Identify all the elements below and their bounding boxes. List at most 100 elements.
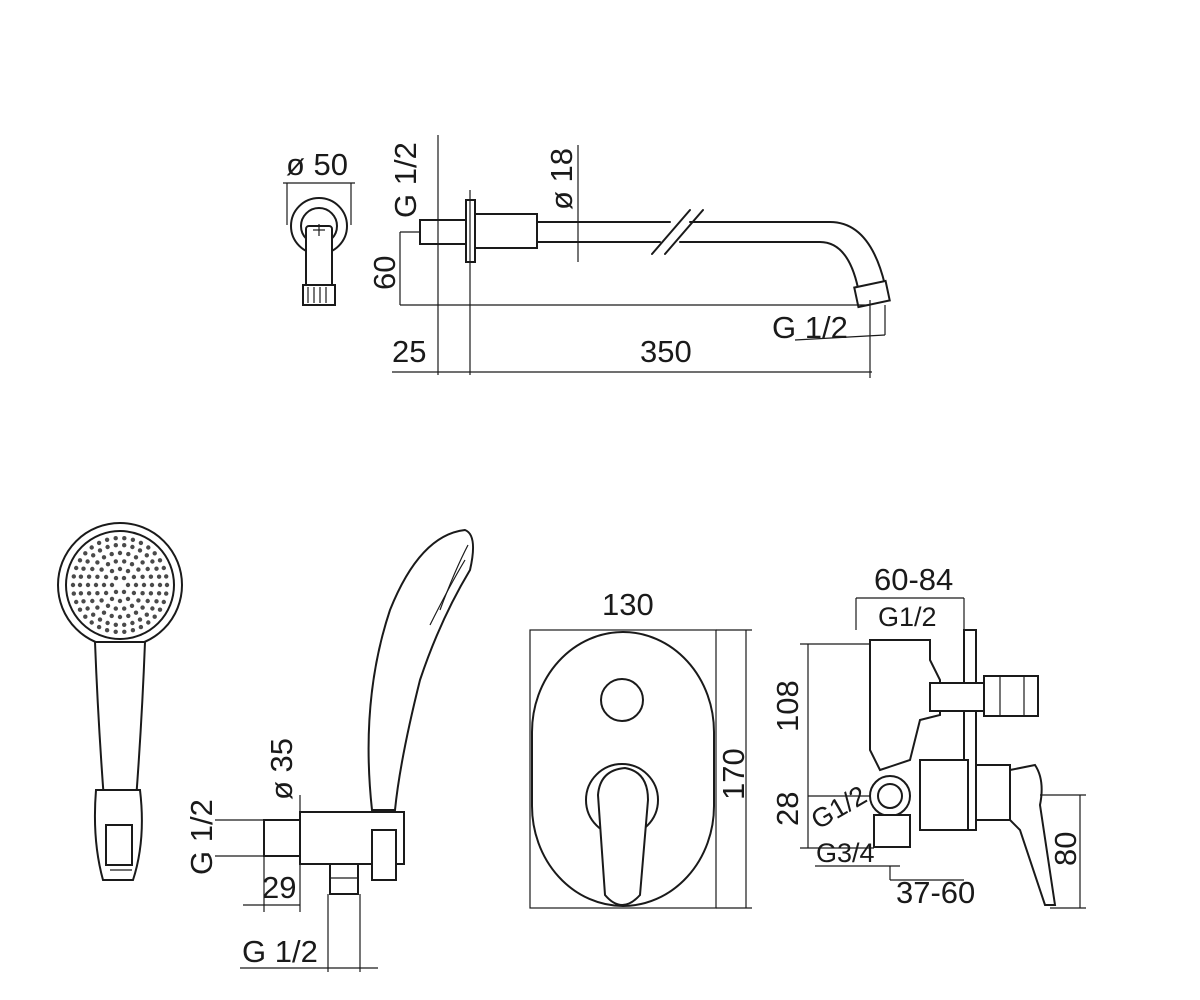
spray-nozzle bbox=[154, 599, 159, 604]
spray-nozzle bbox=[117, 550, 123, 556]
dim-depth-range-bottom: 37-60 bbox=[896, 875, 975, 910]
spray-nozzle bbox=[140, 574, 145, 579]
spray-nozzle bbox=[86, 574, 92, 579]
spray-nozzle bbox=[157, 558, 163, 563]
spray-nozzle bbox=[71, 574, 77, 579]
spray-nozzle bbox=[91, 612, 96, 617]
dim-thread-left: G 1/2 bbox=[388, 142, 423, 218]
spray-nozzle bbox=[105, 544, 110, 550]
spray-nozzle bbox=[89, 545, 94, 550]
spray-nozzle bbox=[148, 591, 154, 596]
spray-nozzle bbox=[96, 624, 102, 630]
spray-nozzle bbox=[136, 567, 141, 572]
spray-nozzle bbox=[95, 605, 100, 610]
dim-height-60: 60 bbox=[367, 256, 402, 290]
spray-nozzle bbox=[129, 562, 135, 567]
dim-diam-50: ø 50 bbox=[286, 147, 348, 182]
spray-nozzle bbox=[113, 543, 119, 548]
spray-nozzle bbox=[113, 589, 119, 595]
spray-nozzle bbox=[149, 582, 155, 588]
dim-length-29: 29 bbox=[262, 870, 296, 905]
spray-nozzle bbox=[133, 610, 139, 615]
spray-nozzle bbox=[71, 591, 77, 596]
spray-nozzle bbox=[85, 582, 91, 588]
spray-nozzle bbox=[122, 536, 127, 541]
spray-nozzle bbox=[126, 551, 131, 557]
spray-nozzle bbox=[77, 558, 83, 563]
spray-nozzle bbox=[105, 562, 111, 567]
spray-nozzle bbox=[164, 574, 169, 579]
spray-nozzle bbox=[161, 599, 166, 605]
spray-nozzle bbox=[122, 622, 127, 627]
spray-nozzle bbox=[78, 591, 84, 596]
spray-nozzle bbox=[144, 612, 149, 617]
spray-nozzle bbox=[152, 614, 157, 619]
spray-nozzle bbox=[131, 590, 137, 596]
spray-nozzle bbox=[99, 567, 104, 572]
spray-nozzle bbox=[146, 620, 151, 625]
spray-nozzle bbox=[157, 582, 163, 588]
spray-nozzle bbox=[125, 596, 131, 602]
spray-nozzle bbox=[113, 559, 119, 564]
spray-nozzle bbox=[101, 610, 107, 615]
spray-nozzle bbox=[154, 566, 159, 571]
spray-nozzle bbox=[83, 614, 88, 619]
spray-nozzle bbox=[150, 559, 155, 564]
dim-thread-lower: G 1/2 bbox=[242, 934, 318, 969]
spray-nozzle bbox=[137, 548, 143, 553]
spray-nozzle bbox=[133, 555, 139, 560]
spray-nozzle bbox=[74, 565, 79, 571]
spray-nozzle bbox=[109, 551, 114, 557]
spray-nozzle bbox=[152, 551, 157, 556]
spray-nozzle bbox=[93, 582, 99, 588]
spray-nozzle bbox=[81, 566, 86, 571]
spray-nozzle bbox=[130, 537, 136, 542]
spray-nozzle bbox=[126, 613, 131, 619]
spray-nozzle bbox=[105, 620, 110, 626]
spray-nozzle bbox=[133, 582, 139, 588]
spray-nozzle bbox=[136, 598, 141, 603]
dim-height-170: 170 bbox=[716, 748, 751, 800]
spray-nozzle bbox=[129, 603, 135, 608]
wall-outlet-front-view: ø 50 bbox=[283, 147, 355, 306]
spray-nozzle bbox=[104, 628, 110, 633]
spray-nozzle bbox=[109, 596, 115, 602]
spray-nozzle bbox=[113, 575, 119, 581]
spray-nozzle bbox=[121, 575, 127, 581]
spray-nozzle bbox=[131, 574, 137, 580]
spray-nozzle bbox=[90, 598, 95, 604]
spray-nozzle bbox=[145, 598, 150, 604]
hand-shower-side-view: ø 35 G 1/2 29 G 1/2 bbox=[184, 528, 475, 972]
spray-nozzle bbox=[109, 582, 115, 588]
mixer-front-view: 130 170 bbox=[529, 587, 752, 909]
spray-nozzle bbox=[138, 540, 144, 546]
spray-nozzle bbox=[99, 598, 104, 603]
spray-nozzle bbox=[97, 617, 103, 622]
spray-nozzle bbox=[122, 629, 127, 634]
spray-nozzle bbox=[89, 620, 94, 625]
dim-depth-range-top: 60-84 bbox=[874, 562, 953, 597]
spray-nozzle bbox=[117, 566, 123, 572]
spray-nozzle bbox=[137, 617, 143, 622]
spray-nozzle bbox=[122, 559, 127, 564]
spray-nozzle bbox=[117, 598, 123, 604]
dim-width-130: 130 bbox=[602, 587, 654, 622]
spray-nozzle bbox=[113, 622, 119, 627]
dim-height-80: 80 bbox=[1048, 832, 1083, 866]
spray-nozzle bbox=[150, 606, 155, 611]
spray-nozzle bbox=[101, 555, 107, 560]
spray-nozzle bbox=[140, 591, 145, 596]
spray-nozzle bbox=[103, 574, 109, 580]
spray-nozzle bbox=[95, 560, 100, 565]
spray-nozzle bbox=[140, 605, 145, 610]
dim-thread-upper: G 1/2 bbox=[184, 799, 219, 875]
spray-nozzle bbox=[146, 545, 151, 550]
spray-nozzle bbox=[85, 606, 90, 611]
spray-nozzle bbox=[103, 590, 109, 596]
dim-offset-25: 25 bbox=[392, 334, 426, 369]
spray-nozzle bbox=[145, 566, 150, 572]
dim-thread-bottom: G3/4 bbox=[816, 838, 875, 868]
spray-nozzle bbox=[122, 606, 127, 611]
